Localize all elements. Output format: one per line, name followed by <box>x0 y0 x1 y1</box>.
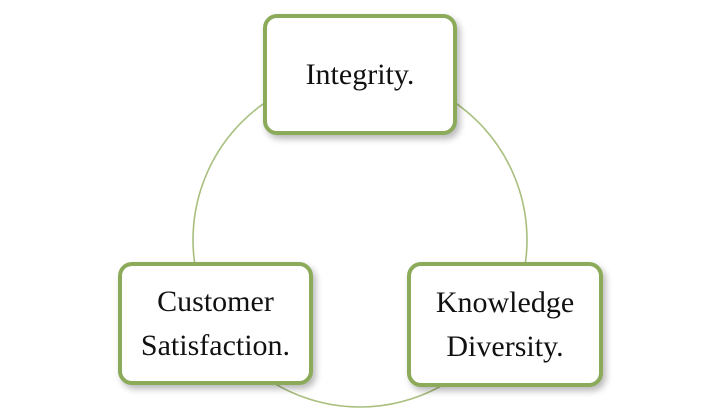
node-customer-satisfaction-label: Customer Satisfaction. <box>140 285 291 362</box>
node-integrity: Integrity. <box>263 14 457 135</box>
node-knowledge-diversity: Knowledge Diversity. <box>407 262 603 387</box>
node-knowledge-diversity-label: Knowledge Diversity. <box>435 286 575 363</box>
node-integrity-label: Integrity. <box>305 57 415 91</box>
node-customer-satisfaction: Customer Satisfaction. <box>118 262 313 385</box>
